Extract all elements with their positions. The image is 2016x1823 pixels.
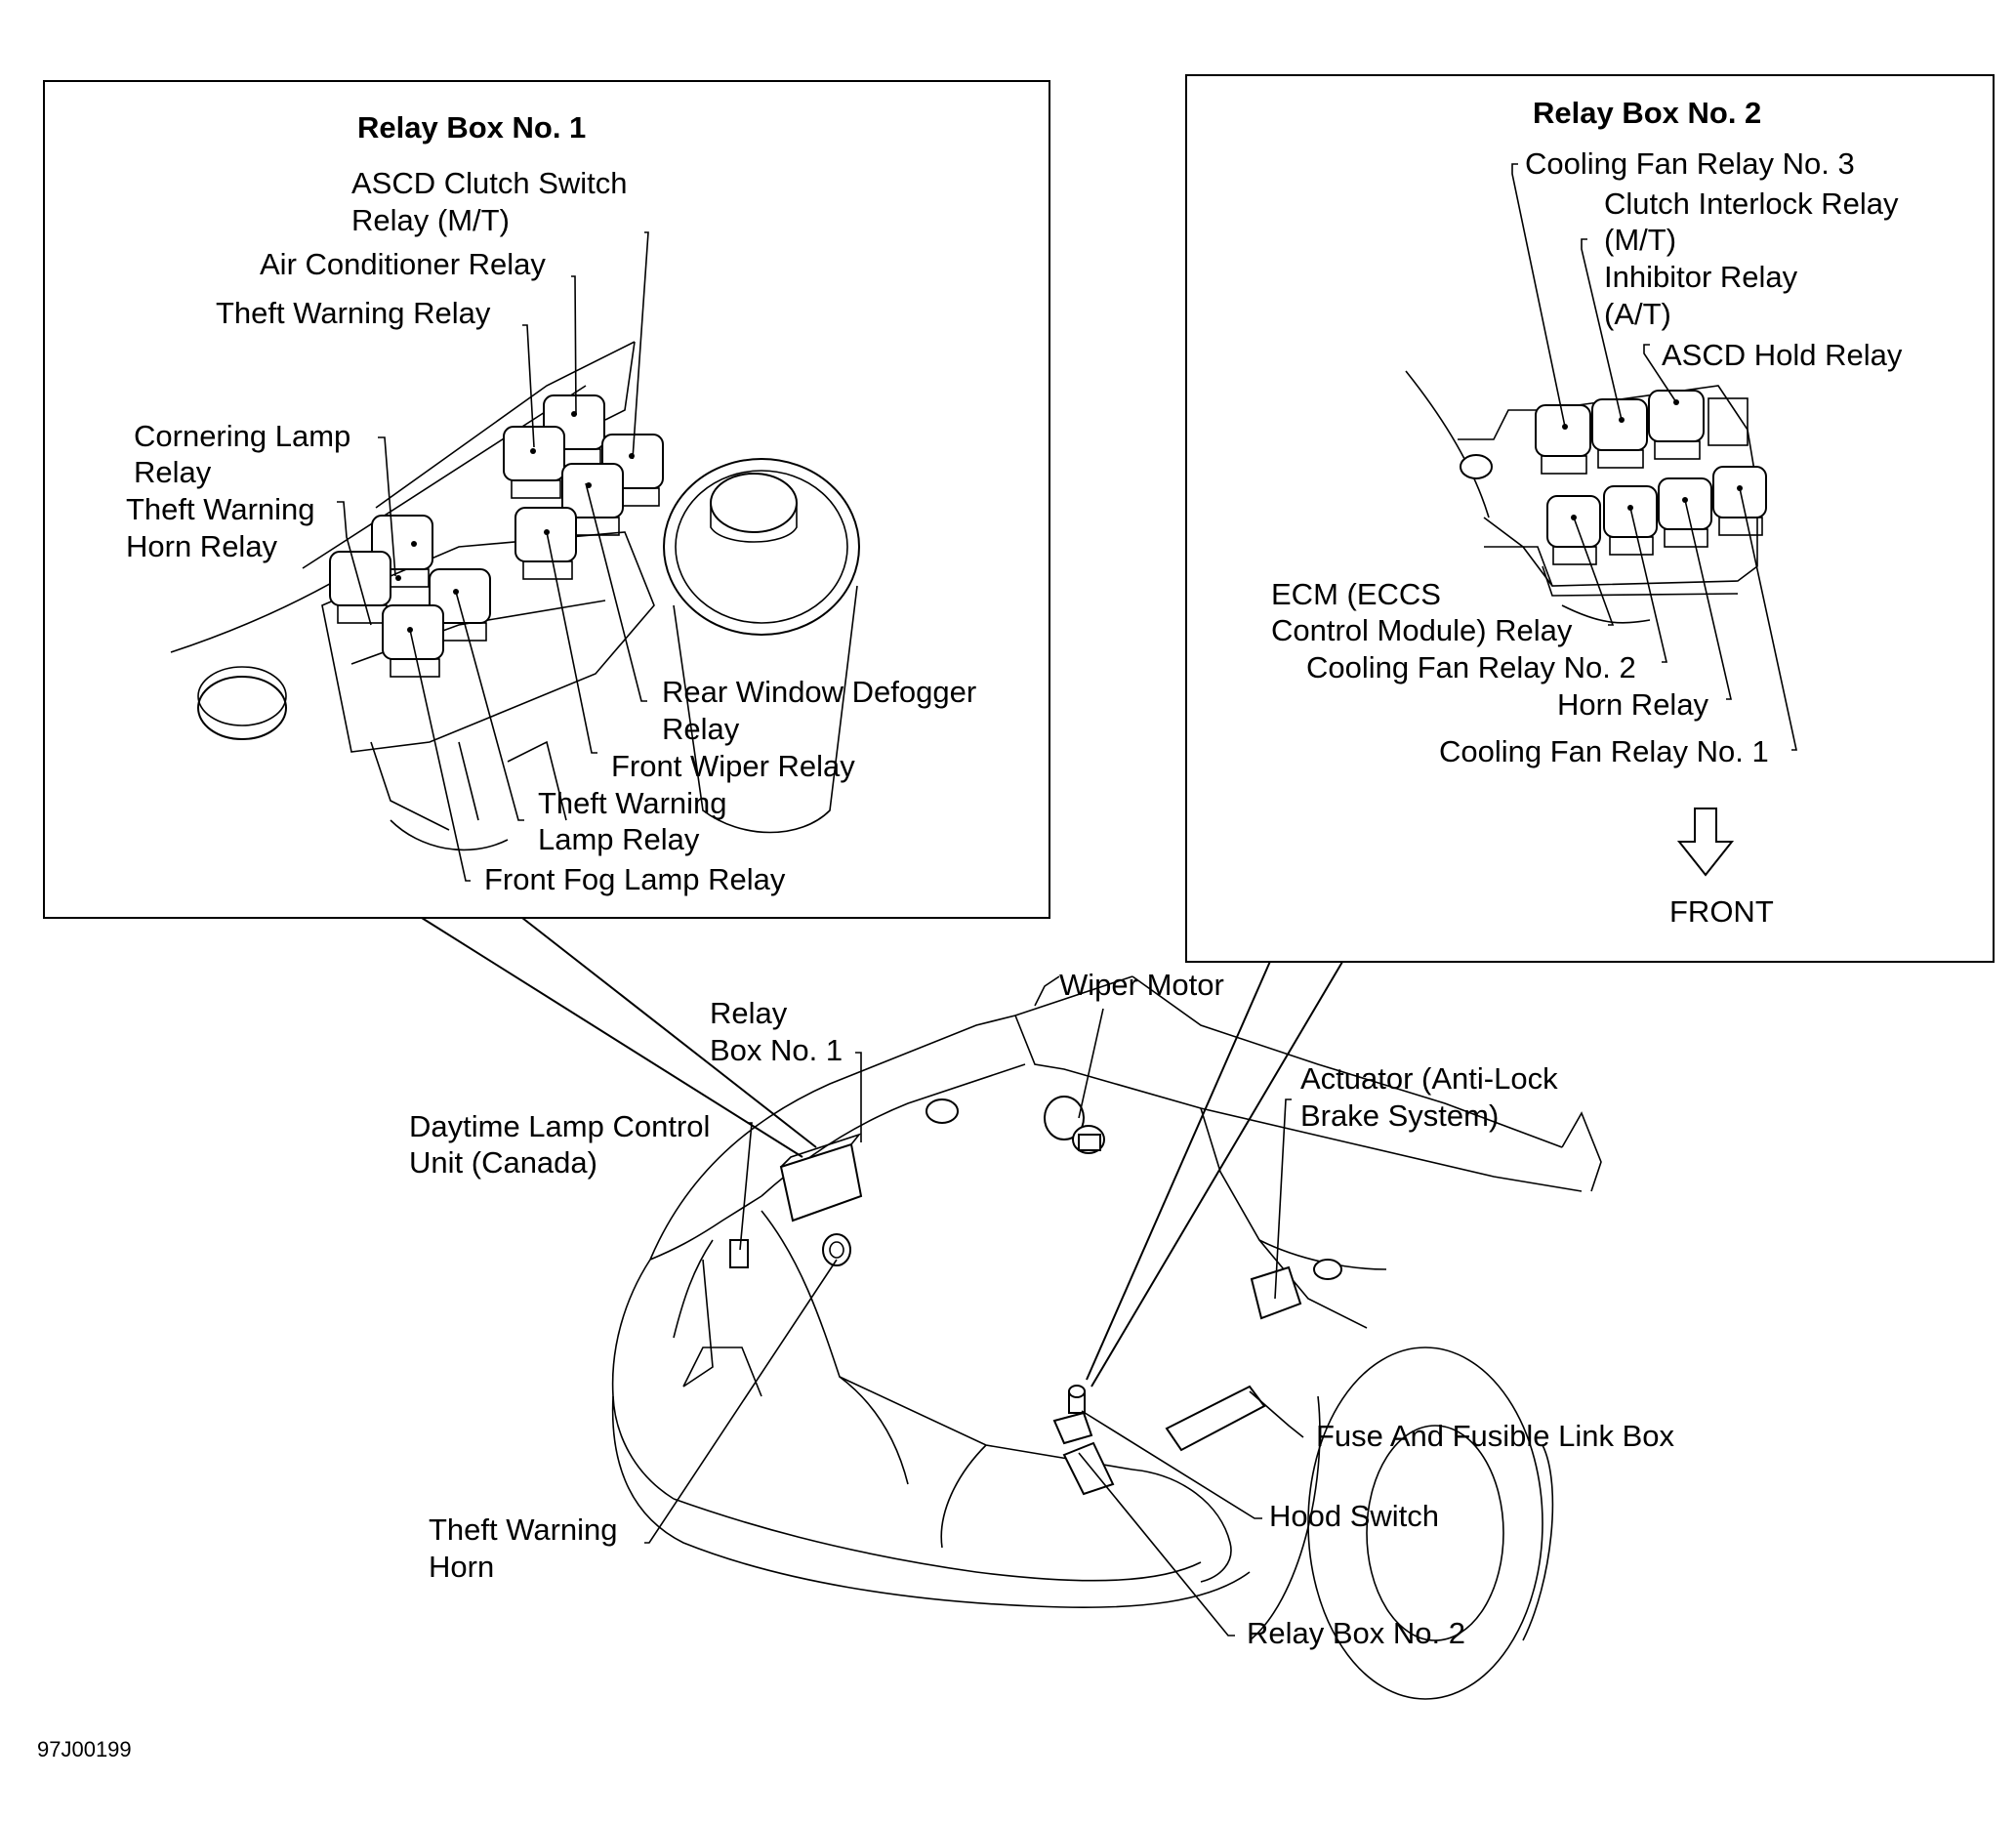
label-horn-relay: Horn Relay: [1557, 687, 1709, 722]
label-theft-warning-horn-2: Horn: [429, 1550, 494, 1584]
relay-box-2-leaders: [1511, 163, 1797, 751]
hood-switch-component: [1052, 1385, 1093, 1445]
relay-box-1-frame: [43, 80, 1050, 919]
label-daytime-lamp-control-unit: Daytime Lamp Control: [409, 1109, 710, 1143]
label-relay-box-1-2: Box No. 1: [710, 1033, 843, 1067]
relay-cube: [1591, 398, 1648, 469]
vehicle-illustration: [611, 975, 1602, 1700]
label-rear-window-defogger-relay-2: Relay: [662, 712, 740, 746]
relay-cube: [1535, 404, 1591, 475]
label-ascd-hold-relay: ASCD Hold Relay: [1662, 338, 1903, 372]
theft-warning-horn-component: [822, 1233, 851, 1266]
label-cornering-lamp-relay-2: Relay: [134, 455, 212, 489]
label-ecm-relay: ECM (ECCS: [1271, 577, 1441, 611]
label-inhibitor-relay-2: (A/T): [1604, 297, 1671, 331]
relay-box-1-panel: Relay Box No. 1: [43, 80, 1050, 919]
daytime-lamp-control-unit: [729, 1239, 749, 1268]
label-theft-warning-horn-relay: Theft Warning: [126, 492, 315, 526]
label-theft-warning-horn-relay-2: Horn Relay: [126, 529, 278, 563]
label-theft-warning-relay: Theft Warning Relay: [216, 296, 491, 330]
label-cooling-fan-relay-3: Cooling Fan Relay No. 3: [1525, 146, 1855, 181]
label-ascd-clutch-switch-relay-2: Relay (M/T): [351, 203, 510, 237]
label-inhibitor-relay: Inhibitor Relay: [1604, 260, 1798, 294]
label-clutch-interlock-relay: Clutch Interlock Relay: [1604, 186, 1899, 221]
relay-cube: [1603, 485, 1658, 556]
relay-box-2-illustration: [1405, 370, 1767, 624]
figure-code: 97J00199: [37, 1737, 132, 1761]
label-actuator-2: Brake System): [1300, 1098, 1499, 1133]
label-fuse-and-fusible-link-box: Fuse And Fusible Link Box: [1316, 1419, 1675, 1453]
vehicle-leaders: [644, 975, 1304, 1637]
down-arrow-icon: [1676, 808, 1735, 877]
label-cooling-fan-relay-1: Cooling Fan Relay No. 1: [1439, 734, 1769, 768]
relay-cube: [1712, 466, 1767, 536]
relay-box-1-leaders: [337, 231, 649, 882]
callout-leaders: [421, 917, 1346, 1388]
relay-cube: [329, 551, 391, 624]
fuse-and-fusible-link-box-component: [1165, 1385, 1266, 1452]
label-rear-window-defogger-relay: Rear Window Defogger: [662, 675, 976, 709]
label-relay-box-2: Relay Box No. 2: [1247, 1616, 1465, 1650]
label-air-conditioner-relay: Air Conditioner Relay: [260, 247, 546, 281]
label-front-fog-lamp-relay: Front Fog Lamp Relay: [484, 862, 786, 896]
label-wiper-motor: Wiper Motor: [1059, 968, 1224, 1002]
relay-cube: [1546, 495, 1601, 565]
label-relay-box-1: Relay: [710, 996, 788, 1030]
relay-box-2-title: Relay Box No. 2: [1533, 96, 1761, 130]
label-clutch-interlock-relay-2: (M/T): [1604, 223, 1676, 257]
label-daytime-lamp-control-unit-2: Unit (Canada): [409, 1145, 597, 1180]
label-theft-warning-lamp-relay-2: Lamp Relay: [538, 822, 700, 856]
relay-box-2-component: [1062, 1441, 1115, 1496]
relay-box-2-panel: Relay Box No. 2: [1185, 74, 1995, 963]
label-actuator: Actuator (Anti-Lock: [1300, 1061, 1558, 1096]
relay-cube: [1658, 477, 1712, 548]
relay-box-1-title: Relay Box No. 1: [357, 110, 586, 145]
wiper-motor-component: [1044, 1096, 1105, 1154]
label-theft-warning-lamp-relay: Theft Warning: [538, 786, 727, 820]
label-front-wiper-relay: Front Wiper Relay: [611, 749, 855, 783]
relay-cube: [429, 568, 491, 642]
relay-cube: [1648, 390, 1705, 460]
label-ascd-clutch-switch-relay: ASCD Clutch Switch: [351, 166, 628, 200]
label-theft-warning-horn: Theft Warning: [429, 1512, 618, 1547]
relay-box-1-component: [779, 1133, 863, 1222]
label-cornering-lamp-relay: Cornering Lamp: [134, 419, 350, 453]
label-ecm-relay-2: Control Module) Relay: [1271, 613, 1573, 647]
relay-cube: [382, 604, 444, 678]
label-hood-switch: Hood Switch: [1269, 1499, 1439, 1533]
relay-box-1-illustration: [170, 341, 860, 851]
label-front: FRONT: [1669, 894, 1774, 929]
label-cooling-fan-relay-2: Cooling Fan Relay No. 2: [1306, 650, 1636, 684]
